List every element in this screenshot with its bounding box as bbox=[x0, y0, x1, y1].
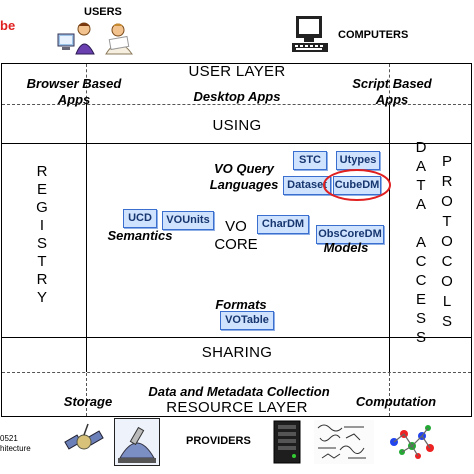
cut-off-caption-text-1: 0521 bbox=[0, 434, 18, 443]
server-rack-icon bbox=[273, 420, 301, 464]
molecule-visualization-icon bbox=[390, 425, 434, 459]
resource-layer-title: RESOURCE LAYER bbox=[166, 399, 308, 416]
computers-label: COMPUTERS bbox=[338, 29, 409, 41]
chardm-tag: CharDM bbox=[257, 215, 309, 234]
cubedm-tag: CubeDM bbox=[333, 176, 381, 195]
browser-based-apps-label: Browser Based Apps bbox=[26, 76, 122, 107]
core-frame-bottom bbox=[1, 337, 472, 338]
models-label: Models bbox=[323, 240, 369, 255]
semantics-label: Semantics bbox=[107, 228, 173, 243]
desktop-apps-label: Desktop Apps bbox=[193, 89, 281, 104]
satellite-icon bbox=[64, 423, 104, 450]
core-frame-right bbox=[389, 104, 390, 372]
diagram-frame-bottom bbox=[1, 416, 472, 417]
users-label: USERS bbox=[84, 6, 122, 18]
cut-off-logo-text: be bbox=[0, 18, 16, 33]
storage-label: Storage bbox=[63, 394, 113, 409]
data-metadata-collection-label: Data and Metadata Collection bbox=[148, 384, 330, 399]
observatory-icon bbox=[114, 418, 160, 466]
resource-layer-left-divider bbox=[86, 373, 87, 416]
user-layer-right-divider bbox=[389, 64, 390, 104]
sharing-label: SHARING bbox=[201, 344, 273, 361]
cubedm-highlight-circle bbox=[323, 169, 391, 201]
providers-label: PROVIDERS bbox=[186, 435, 251, 447]
diagram-frame-left bbox=[1, 63, 2, 417]
using-label: USING bbox=[212, 117, 262, 134]
resource-layer-divider bbox=[2, 372, 471, 373]
user-reading-icon bbox=[105, 23, 133, 55]
cut-off-caption-text-2: hitecture bbox=[0, 444, 31, 453]
computation-label: Computation bbox=[355, 394, 437, 409]
ucd-tag: UCD bbox=[123, 209, 157, 228]
user-layer-left-divider bbox=[86, 64, 87, 104]
votable-tag: VOTable bbox=[220, 311, 274, 330]
stc-tag: STC bbox=[293, 151, 327, 170]
user-layer-divider bbox=[2, 104, 471, 105]
diagram-frame-top bbox=[1, 63, 472, 64]
core-frame-top bbox=[1, 143, 472, 144]
core-frame-left bbox=[86, 104, 87, 372]
resource-layer-right-divider bbox=[389, 373, 390, 416]
computer-terminal-icon bbox=[292, 16, 328, 52]
user-layer-title: USER LAYER bbox=[188, 63, 286, 80]
vounits-tag: VOUnits bbox=[162, 211, 214, 230]
script-based-apps-label: Script Based Apps bbox=[352, 76, 432, 107]
user-with-computer-icon bbox=[57, 22, 95, 55]
vo-query-languages-label: VO Query Languages bbox=[209, 161, 279, 192]
dataset-tag: Dataset bbox=[283, 176, 331, 195]
formats-label: Formats bbox=[215, 297, 267, 312]
diagram-frame-right bbox=[471, 63, 472, 417]
handwritten-equations-icon bbox=[314, 420, 374, 464]
obscoredm-tag: ObsCoreDM bbox=[316, 225, 384, 244]
vo-core-label: VO CORE bbox=[214, 218, 258, 253]
